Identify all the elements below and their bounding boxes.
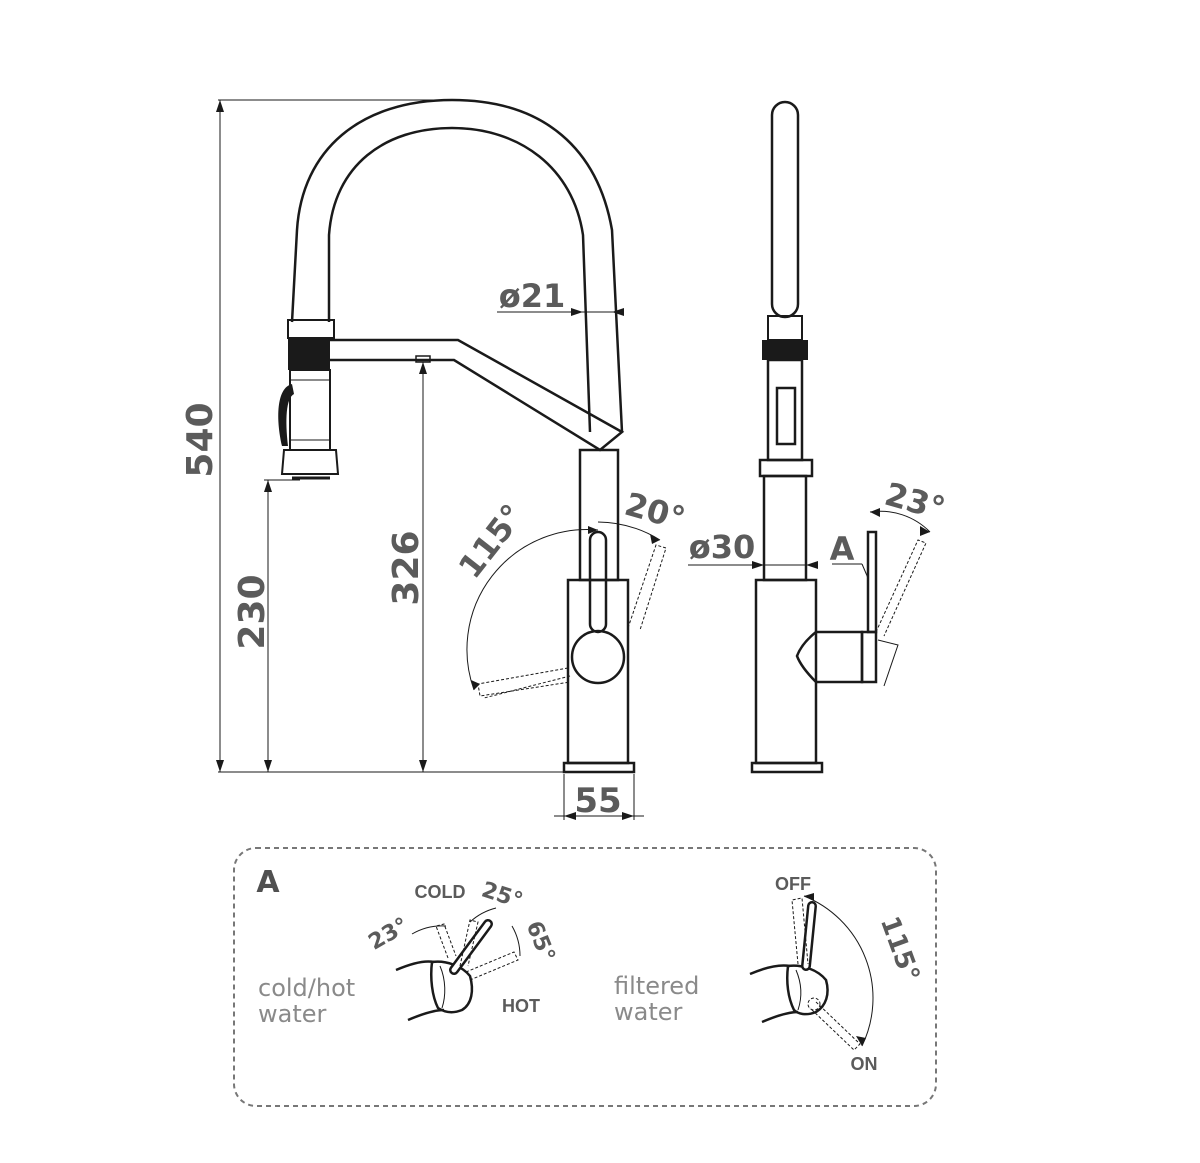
detail-marker-a: A (830, 530, 855, 568)
dim-55: 55 (574, 781, 621, 821)
angle-23-side: 23° (881, 475, 950, 528)
dimension-lines (216, 99, 818, 820)
caption-cold-hot-line1: cold/hot (258, 974, 355, 1002)
cold-hot-lever-diagram (395, 907, 521, 1022)
angle-23-detail: 23° (364, 913, 413, 955)
filtered-lever-diagram (749, 893, 874, 1051)
dim-540: 540 (180, 402, 221, 477)
dim-326: 326 (386, 530, 427, 605)
off-label: OFF (775, 874, 811, 894)
side-lever (866, 530, 878, 634)
on-label: ON (851, 1054, 878, 1074)
dim-body-diameter: ø30 (689, 528, 756, 566)
hot-label: HOT (502, 996, 540, 1016)
lever-knob (570, 629, 626, 685)
detail-title: A (256, 865, 280, 900)
angle-115-detail: 115° (874, 913, 925, 986)
angle-65-detail: 65° (521, 918, 560, 966)
angle-115-front: 115° (451, 497, 532, 586)
caption-filtered-line2: water (614, 998, 683, 1026)
angle-25-detail: 25° (478, 877, 525, 914)
caption-cold-hot-line2: water (258, 1000, 327, 1028)
spray-head (278, 319, 340, 480)
base (562, 761, 636, 774)
arched-tube (290, 98, 624, 433)
dim-230: 230 (232, 574, 273, 649)
side-tube (770, 100, 800, 319)
cold-label: COLD (415, 882, 466, 902)
dim-tube-diameter: ø21 (499, 277, 566, 315)
angle-20-front: 20° (621, 485, 690, 538)
lever (588, 530, 608, 634)
spout-arm (318, 338, 625, 452)
detail-a-panel: COLD HOT 23° 25° 65° cold/hot water OFF … (233, 847, 937, 1107)
caption-filtered-line1: filtered (614, 972, 699, 1000)
body-column (578, 448, 620, 582)
front-view (278, 98, 667, 774)
side-view (750, 100, 931, 774)
side-lever-body (795, 630, 864, 684)
